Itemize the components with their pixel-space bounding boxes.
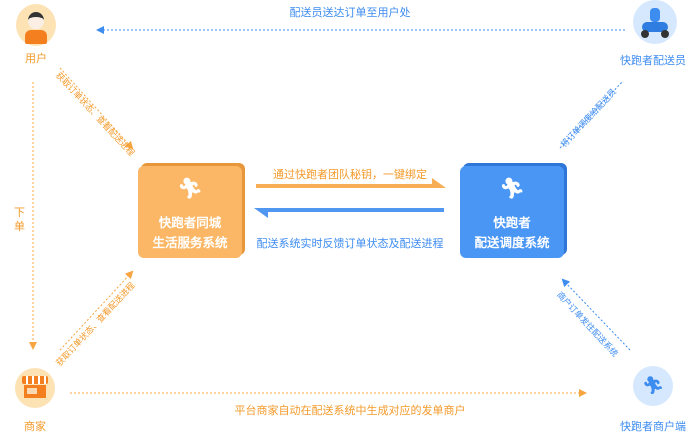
arrow-middle-left xyxy=(254,208,444,218)
merchant-avatar xyxy=(15,368,55,408)
merchant-app-avatar: 🏃︎ xyxy=(633,366,673,406)
flow-top-label: 配送员送达订单至用户处 xyxy=(289,6,411,19)
flow-feedback-label: 配送系统实时反馈订单状态及配送进程 xyxy=(256,237,444,250)
system-title-line2: 生活服务系统 xyxy=(152,235,228,250)
user-body-icon xyxy=(25,30,47,44)
arrow-user-system xyxy=(59,67,134,150)
merchant-label: 商家 xyxy=(24,420,46,433)
scooter-icon xyxy=(642,22,668,32)
rider-label: 快跑者配送员 xyxy=(620,54,686,67)
dispatch-system: 🏃︎ 快跑者 配送调度系统 xyxy=(460,166,564,258)
wheel-icon xyxy=(661,30,669,38)
system-title-line2: 配送调度系统 xyxy=(474,235,550,250)
flow-bottom-label: 平台商家自动在配送系统中生成对应的发单商户 xyxy=(234,404,466,417)
rider-icon xyxy=(650,8,660,22)
life-service-system: 🏃︎ 快跑者同城 生活服务系统 xyxy=(138,166,242,258)
arrow-merchantapp-system xyxy=(561,278,631,351)
runner-icon: 🏃︎ xyxy=(177,176,203,200)
store-awning-icon xyxy=(22,376,48,384)
rider-avatar xyxy=(633,0,677,44)
runner-icon: 🏃︎ xyxy=(499,176,525,200)
arrow-middle-right xyxy=(256,178,446,188)
merchant-app-label: 快跑者商户端 xyxy=(620,420,686,433)
user-avatar xyxy=(16,4,56,46)
runner-icon: 🏃︎ xyxy=(642,376,664,396)
flow-bind-label: 通过快跑者团队秘钥，一键绑定 xyxy=(273,168,427,181)
store-window-icon xyxy=(27,388,37,394)
system-title-line1: 快跑者同城 xyxy=(158,215,222,230)
arrow-system-rider xyxy=(559,81,623,149)
wheel-icon xyxy=(641,30,649,38)
arrow-merchant-system xyxy=(59,270,134,351)
flow-order-label: 下单 xyxy=(14,206,25,233)
user-label: 用户 xyxy=(25,52,47,65)
user-head-icon xyxy=(28,12,44,29)
system-title-line1: 快跑者 xyxy=(493,215,531,230)
